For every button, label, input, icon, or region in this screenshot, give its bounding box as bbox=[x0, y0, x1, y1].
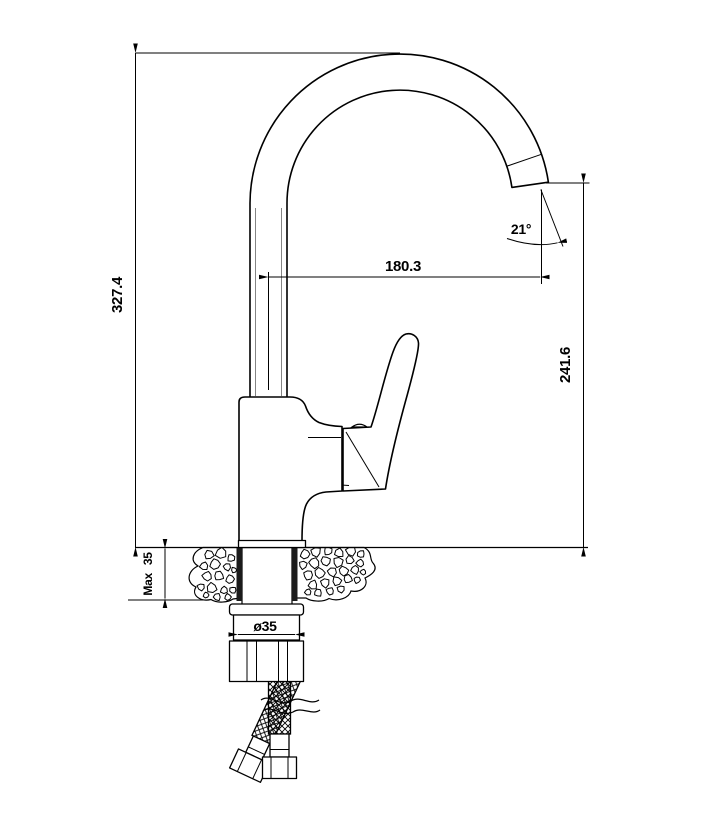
countertop-section bbox=[128, 546, 588, 603]
handle-lever bbox=[342, 332, 420, 492]
stone-pebble bbox=[325, 587, 334, 596]
mounting-washer bbox=[228, 603, 305, 616]
handle-index-cap bbox=[350, 423, 369, 428]
stone-pebble bbox=[219, 585, 228, 595]
dim-label-hole-diameter: ø35 bbox=[253, 618, 277, 634]
stone-pebble bbox=[231, 566, 237, 574]
stone-pebble bbox=[303, 588, 312, 596]
stone-pebble bbox=[332, 576, 343, 587]
stone-pebble bbox=[359, 568, 367, 576]
stone-pebble bbox=[299, 548, 311, 560]
hose-break-lines bbox=[260, 697, 321, 714]
stone-pebble bbox=[356, 550, 365, 558]
stone-pebble bbox=[333, 557, 344, 569]
stone-pebble bbox=[225, 574, 235, 584]
stone-pebble bbox=[345, 555, 355, 565]
stone-pebble bbox=[320, 556, 331, 567]
dim-label-max-deck-thickness: Max 35 bbox=[141, 552, 155, 596]
mounting-shank bbox=[228, 546, 305, 683]
stone-pebble bbox=[310, 547, 321, 558]
dim-label-outlet-angle: 21° bbox=[511, 221, 531, 237]
stone-pebble bbox=[334, 547, 344, 558]
dim-label-outlet-height: 241.6 bbox=[557, 347, 574, 383]
dimension-hole-diameter: ø35 bbox=[228, 618, 305, 637]
stone-pebble bbox=[209, 558, 221, 570]
aerator-seam bbox=[506, 153, 542, 167]
stone-pebble bbox=[336, 585, 345, 594]
dimension-spout-reach: 180.3 bbox=[259, 258, 550, 390]
stone-pebble bbox=[214, 547, 227, 559]
stone-pebble bbox=[350, 565, 359, 575]
stone-pebble bbox=[307, 579, 318, 590]
dimension-max-deck-thickness: Max 35 bbox=[141, 539, 168, 608]
stone-pebble bbox=[308, 557, 320, 570]
shank-wall-right bbox=[292, 548, 298, 601]
stone-pebble bbox=[224, 592, 232, 601]
stone-pebble bbox=[320, 578, 330, 589]
shank-wall-left bbox=[236, 548, 242, 601]
stone-pebble bbox=[201, 570, 212, 582]
stone-pebble bbox=[204, 549, 215, 560]
faucet-body bbox=[238, 396, 343, 542]
stone-pebble bbox=[206, 581, 218, 593]
faucet-outline bbox=[237, 53, 550, 549]
stone-pebble bbox=[326, 567, 337, 578]
stone-pebble bbox=[353, 576, 361, 584]
stone-pebble bbox=[229, 586, 237, 594]
stone-pebble bbox=[222, 563, 231, 572]
stone-pebble bbox=[338, 565, 350, 577]
stone-pebble bbox=[303, 570, 313, 581]
stone-pebble bbox=[355, 558, 365, 568]
stone-pebble bbox=[299, 560, 308, 571]
dimension-total-height: 327.4 bbox=[109, 43, 400, 557]
stone-pebble bbox=[227, 554, 236, 562]
base-plate bbox=[237, 539, 307, 549]
stone-pebble bbox=[198, 561, 209, 570]
dimension-outlet-height: 241.6 bbox=[546, 173, 590, 557]
supply-hose-straight bbox=[261, 677, 298, 780]
stone-pebble bbox=[324, 547, 333, 556]
dim-label-total-height: 327.4 bbox=[109, 276, 126, 313]
dimension-outlet-angle: 21° bbox=[506, 189, 568, 284]
spout-gooseneck bbox=[249, 53, 550, 398]
stone-pebble bbox=[212, 593, 221, 602]
stone-pebble bbox=[214, 570, 225, 581]
stone-pebble bbox=[196, 583, 205, 592]
stone-pebble bbox=[202, 591, 210, 599]
stone-pebble bbox=[344, 547, 356, 557]
mounting-nut bbox=[228, 640, 305, 683]
dim-label-spout-reach: 180.3 bbox=[385, 258, 421, 275]
stone-pebble bbox=[343, 574, 353, 584]
stone-pebble bbox=[314, 588, 322, 597]
stone-pebble bbox=[314, 567, 326, 579]
